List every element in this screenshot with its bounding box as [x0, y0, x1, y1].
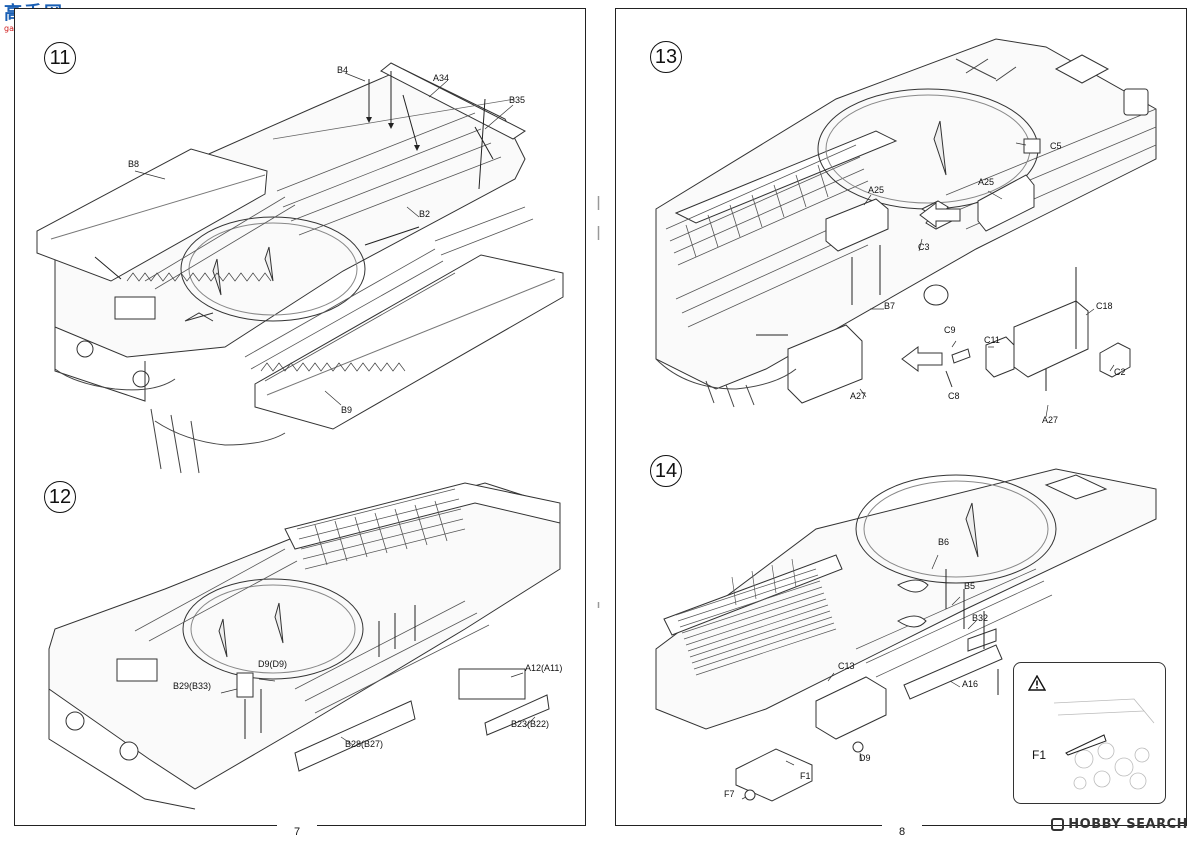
step-13-14-drawing [655, 38, 1157, 802]
step-number-badge: 11 [44, 42, 76, 74]
part-label: C11 [984, 335, 1000, 345]
part-label: B29(B33) [173, 681, 212, 691]
part-label: C3 [918, 242, 930, 252]
manual-page-left: 11 B4 A34 B35 B8 B2 B9 12 D9(D9) A12(A11… [14, 8, 586, 839]
part-label: C9 [944, 325, 956, 335]
part-label: D9(D9) [258, 659, 288, 669]
part-label: B28(B27) [345, 739, 384, 749]
page-number: 8 [882, 825, 922, 839]
hobby-search-logo-icon [1051, 818, 1065, 831]
inset-part-label: F1 [1032, 748, 1047, 762]
part-label: D9 [859, 753, 871, 763]
warning-triangle-icon [1028, 675, 1046, 691]
watermark: HOBBY SEARCH [1051, 817, 1188, 832]
part-label: C18 [1096, 301, 1113, 311]
part-label: A16 [962, 679, 979, 689]
binder-mark [597, 226, 600, 240]
step-number-badge: 13 [650, 41, 682, 73]
part-label: B7 [884, 301, 896, 311]
page-number: 7 [277, 825, 317, 839]
part-label: B5 [964, 581, 976, 591]
part-label: C13 [838, 661, 855, 671]
part-label: A27 [850, 391, 867, 401]
part-label: A25 [868, 185, 885, 195]
part-label: A34 [433, 73, 450, 83]
part-label: A12(A11) [525, 663, 563, 673]
part-label: B32 [972, 613, 989, 623]
part-label: B23(B22) [511, 719, 550, 729]
detail-inset: F1 [1013, 662, 1166, 804]
part-label: B9 [341, 405, 353, 415]
part-label: C2 [1114, 367, 1126, 377]
part-label: B2 [419, 209, 431, 219]
part-label: A25 [978, 177, 995, 187]
part-label: C8 [948, 391, 960, 401]
part-label: B8 [128, 159, 140, 169]
step-number-badge: 14 [650, 455, 682, 487]
part-label: B35 [509, 95, 526, 105]
step-11-12-drawing [36, 62, 564, 810]
binder-mark [597, 598, 600, 612]
part-label: F7 [724, 789, 735, 799]
manual-page-right: 13 C5 A25 A25 C3 B7 C18 C9 C11 C8 C2 A27… [615, 8, 1187, 839]
binder-mark [597, 196, 600, 210]
part-label: F1 [800, 771, 811, 781]
step-number-badge: 12 [44, 481, 76, 513]
inset-drawing [1053, 698, 1155, 790]
part-label: A27 [1042, 415, 1059, 425]
watermark-text: HOBBY SEARCH [1068, 817, 1188, 832]
part-label: B6 [938, 537, 950, 547]
part-label: C5 [1050, 141, 1062, 151]
part-label: B4 [337, 65, 349, 75]
